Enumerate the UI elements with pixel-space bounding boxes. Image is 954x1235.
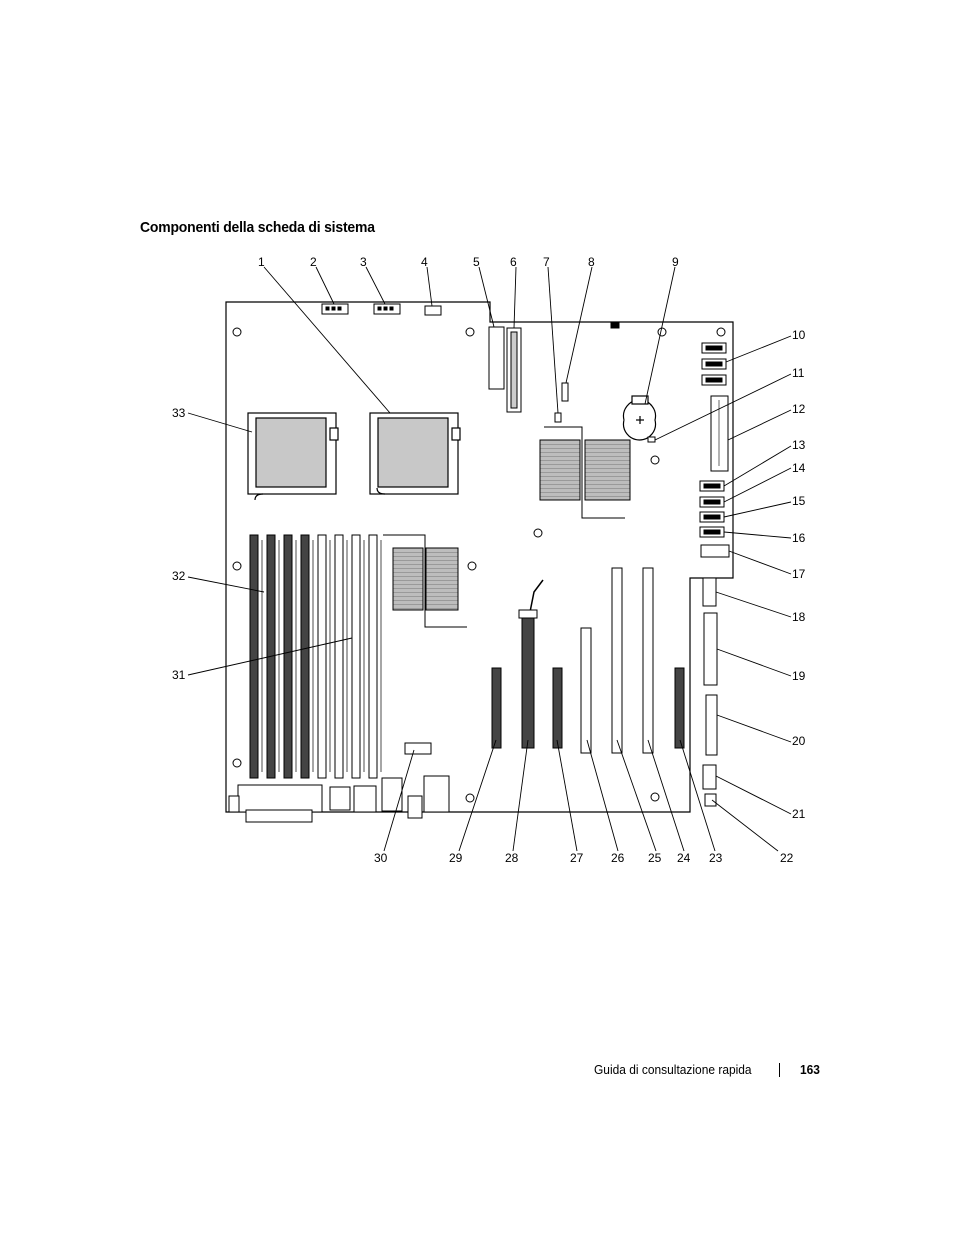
callout-14: 14: [792, 461, 806, 475]
callout-9: 9: [672, 255, 679, 269]
jumper-8: [561, 382, 569, 402]
jumper-7: [554, 412, 562, 423]
callout-12: 12: [792, 402, 806, 416]
callout-24: 24: [677, 851, 691, 865]
callout-labels: 1 2 3 4 5 6 7 8 9 10 11 12 13 14 15 16 1…: [172, 255, 806, 865]
callout-11: 11: [792, 366, 805, 380]
callout-1: 1: [258, 255, 265, 269]
top-connectors: [321, 303, 620, 329]
callout-10: 10: [792, 328, 806, 342]
leader-lines: [187, 266, 792, 852]
processor-socket-2: [247, 412, 339, 501]
sata-connectors-top: [701, 342, 727, 386]
callout-2: 2: [310, 255, 317, 269]
callout-32: 32: [172, 569, 186, 583]
callout-21: 21: [792, 807, 806, 821]
callout-33: 33: [172, 406, 186, 420]
callout-8: 8: [588, 255, 595, 269]
rear-io-panel: [228, 775, 450, 823]
callout-20: 20: [792, 734, 806, 748]
section-title: Componenti della scheda di sistema: [140, 219, 375, 236]
callout-6: 6: [510, 255, 517, 269]
callout-19: 19: [792, 669, 806, 683]
callout-4: 4: [421, 255, 428, 269]
callout-17: 17: [792, 567, 806, 581]
callout-31: 31: [172, 668, 186, 682]
expansion-slots: [491, 567, 685, 754]
right-edge-connectors: [702, 577, 718, 807]
callout-18: 18: [792, 610, 806, 624]
callout-27: 27: [570, 851, 584, 865]
callout-3: 3: [360, 255, 367, 269]
connector-17: [700, 544, 730, 558]
mounting-holes: [232, 327, 726, 803]
callout-28: 28: [505, 851, 519, 865]
callout-29: 29: [449, 851, 463, 865]
callout-5: 5: [473, 255, 480, 269]
battery: [622, 395, 657, 441]
connector-30: [404, 742, 432, 755]
connector-12: [710, 395, 729, 472]
processor-socket-1: [369, 412, 461, 495]
jumper-11: [647, 436, 656, 443]
footer-separator: [779, 1063, 780, 1077]
power-connector: [488, 326, 505, 390]
callout-25: 25: [648, 851, 662, 865]
callout-23: 23: [709, 851, 723, 865]
callout-13: 13: [792, 438, 806, 452]
callout-16: 16: [792, 531, 806, 545]
chipset-heatsinks: [392, 439, 631, 611]
footer-guide-title: Guida di consultazione rapida: [594, 1062, 752, 1077]
callout-30: 30: [374, 851, 388, 865]
callout-26: 26: [611, 851, 625, 865]
callout-7: 7: [543, 255, 550, 269]
page-number: 163: [800, 1062, 820, 1077]
ide-connector: [506, 327, 522, 413]
callout-22: 22: [780, 851, 794, 865]
callout-15: 15: [792, 494, 806, 508]
